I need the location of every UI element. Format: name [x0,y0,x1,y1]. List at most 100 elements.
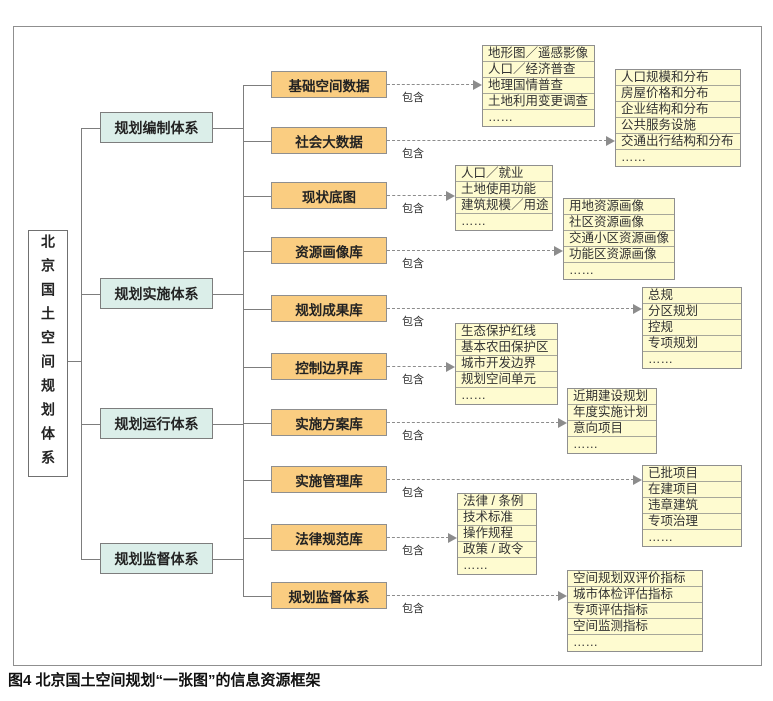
leaf-box-social-big-data: 人口规模和分布 房屋价格和分布 企业结构和分布 公共服务设施 交通出行结构和分布… [615,69,741,167]
connector-line [81,559,100,560]
connector-line [243,141,271,142]
connector-line [81,294,100,295]
leaf-item: …… [461,388,486,402]
leaf-item: …… [573,635,598,649]
arrow-head-icon [558,418,567,428]
arrow-head-icon [446,362,455,372]
leaf-item: 年度实施计划 [568,405,656,421]
arrow-head-icon [633,304,642,314]
leaf-item: 用地资源画像 [564,199,674,215]
leaf-item: 专项评估指标 [568,603,702,619]
leaf-item: …… [621,150,646,164]
leaf-item: 人口／就业 [456,166,552,182]
leaf-box-control-boundaries: 生态保护红线 基本农田保护区 城市开发边界 规划空间单元 …… [455,323,558,405]
contains-label: 包含 [402,374,424,386]
leaf-item: 专项规划 [643,336,741,352]
dashed-line [387,84,474,85]
dashed-line [387,195,447,196]
contains-label: 包含 [402,92,424,104]
level3-node-resource-portrait-lib: 资源画像库 [271,237,387,264]
dashed-line [387,308,634,309]
dashed-line [387,422,559,423]
connector-line [243,196,271,197]
level2-label: 规划运行体系 [114,415,199,432]
leaf-item: 城市开发边界 [456,356,557,372]
connector-line [68,361,81,362]
leaf-box-planning-results: 总规 分区规划 控规 专项规划 …… [642,287,742,369]
leaf-box-implementation-plans: 近期建设规划 年度实施计划 意向项目 …… [567,388,657,454]
figure-caption: 图4 北京国土空间规划“一张图”的信息资源框架 [8,672,321,689]
connector-line [243,309,271,310]
connector-line [243,538,271,539]
leaf-item: 功能区资源画像 [564,247,674,263]
level3-node-planning-results-lib: 规划成果库 [271,295,387,322]
arrow-head-icon [473,80,482,90]
level3-label: 实施管理库 [295,473,363,489]
level2-label: 规划编制体系 [114,119,199,136]
level3-label: 现状底图 [302,189,356,205]
leaf-item: 地形图／遥感影像 [483,46,594,62]
leaf-item: 城市体检评估指标 [568,587,702,603]
leaf-item: 意向项目 [568,421,656,437]
leaf-box-supervision-indicators: 空间规划双评价指标 城市体检评估指标 专项评估指标 空间监测指标 …… [567,570,703,652]
level2-node-supervision: 规划监督体系 [100,543,213,574]
leaf-item: 空间规划双评价指标 [568,571,702,587]
level3-label: 基础空间数据 [288,78,370,94]
arrow-head-icon [606,136,615,146]
contains-label: 包含 [402,203,424,215]
leaf-item: 土地使用功能 [456,182,552,198]
level2-label: 规划实施体系 [114,285,199,302]
leaf-item: 人口规模和分布 [616,70,740,86]
trunk-line [81,128,82,559]
level3-label: 规划成果库 [295,302,363,318]
connector-line [81,128,100,129]
level2-node-compilation: 规划编制体系 [100,112,213,143]
dashed-line [387,595,559,596]
leaf-item: 公共服务设施 [616,118,740,134]
leaf-item: …… [648,530,673,544]
leaf-item: 在建项目 [643,482,741,498]
leaf-item: 地理国情普查 [483,78,594,94]
level3-node-implementation-plan-lib: 实施方案库 [271,409,387,436]
level3-node-legal-norms-lib: 法律规范库 [271,524,387,551]
leaf-item: 社区资源画像 [564,215,674,231]
connector-line [213,424,243,425]
leaf-item: 空间监测指标 [568,619,702,635]
dashed-line [387,140,607,141]
contains-label: 包含 [402,316,424,328]
dashed-line [387,537,449,538]
contains-label: 包含 [402,430,424,442]
arrow-head-icon [448,533,457,543]
leaf-item: 生态保护红线 [456,324,557,340]
leaf-item: 规划空间单元 [456,372,557,388]
level3-node-planning-supervision: 规划监督体系 [271,582,387,609]
level3-label: 规划监督体系 [288,589,370,605]
contains-label: 包含 [402,545,424,557]
leaf-item: 法律 / 条例 [458,494,536,510]
leaf-box-resource-portraits: 用地资源画像 社区资源画像 交通小区资源画像 功能区资源画像 …… [563,198,675,280]
dashed-line [387,366,447,367]
leaf-item: …… [573,437,598,451]
leaf-item: 专项治理 [643,514,741,530]
connector-line [243,480,271,481]
leaf-item: 人口／经济普查 [483,62,594,78]
arrow-head-icon [633,475,642,485]
dashed-line [387,250,555,251]
connector-line [243,423,271,424]
leaf-item: 违章建筑 [643,498,741,514]
contains-label: 包含 [402,258,424,270]
leaf-item: 技术标准 [458,510,536,526]
level3-label: 社会大数据 [295,134,363,150]
trunk-line [243,85,244,596]
arrow-head-icon [446,191,455,201]
root-node-label: 北京国土空间规划体系 [40,233,56,474]
level3-label: 法律规范库 [295,531,363,547]
leaf-item: …… [569,263,594,277]
leaf-item: 交通小区资源画像 [564,231,674,247]
connector-line [243,85,271,86]
leaf-box-implementation-mgmt: 已批项目 在建项目 违章建筑 专项治理 …… [642,465,742,547]
root-node: 北京国土空间规划体系 [28,230,68,477]
leaf-item: 建筑规模／用途 [456,198,552,214]
level3-node-social-big-data: 社会大数据 [271,127,387,154]
leaf-item: …… [461,214,486,228]
